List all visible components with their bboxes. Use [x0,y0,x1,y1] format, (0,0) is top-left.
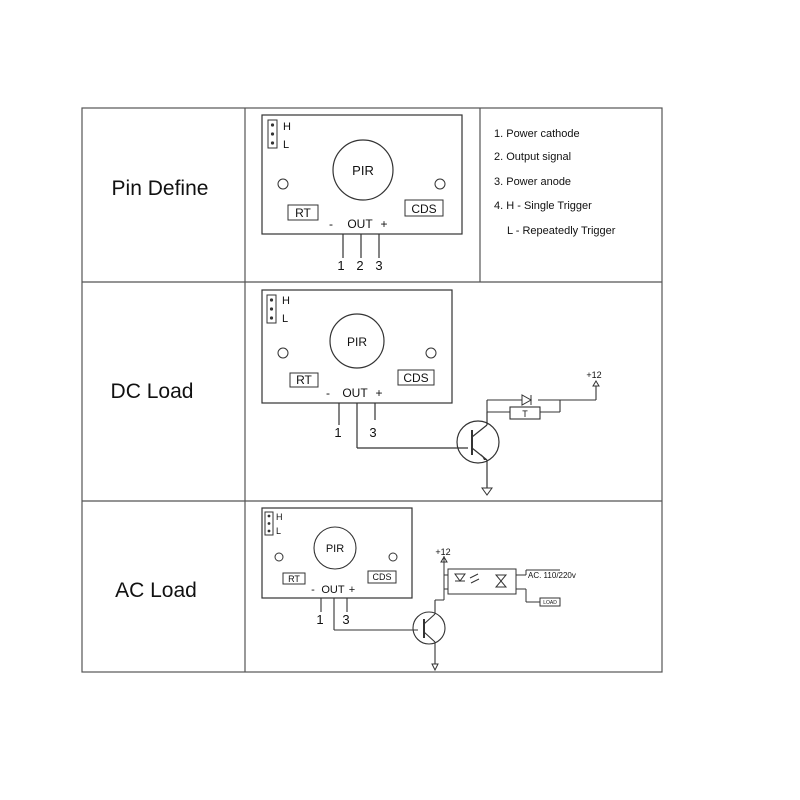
jumper-pin [269,316,274,320]
cds-label: CDS [372,572,391,582]
pin-plus-label: + [380,217,387,231]
ssr-circuit [435,560,561,607]
jumper-h-label: H [283,121,291,133]
emitter-arrow [481,454,487,460]
jumper-header [267,119,278,149]
jumper-l-label: L [283,139,289,151]
ac-voltage-label: AC. 110/220v [528,571,576,580]
jumper-l-label: L [276,526,281,536]
npn-transistor [357,412,500,488]
rt-box [282,572,306,585]
mount-hole [434,178,446,190]
supply-label: +12 [586,370,601,380]
pin-desc-item: 1. Power cathode [494,128,580,140]
pin-minus-label: - [311,584,315,596]
pin-number-1: 1 [337,258,344,273]
pin-desc-item: 3. Power anode [494,176,571,188]
pin-out-label: OUT [321,584,345,596]
diode-icon [521,394,533,406]
pin-number-2: 2 [356,258,363,273]
pin-number-1: 1 [316,612,323,627]
pir-sensor [329,313,385,369]
pir-label: PIR [326,543,344,555]
npn-transistor [334,600,446,664]
pir-sensor [313,526,357,570]
pin-out-label: OUT [347,217,373,231]
jumper-pin [270,141,275,145]
rt-box [289,372,319,388]
jumper-pin [270,123,275,127]
row-title-dc-load: DC Load [111,380,194,403]
module-pin-define: H L PIR RT CDS - OUT + 1 2 3 [261,114,463,273]
jumper-pin [270,132,275,136]
pir-label: PIR [352,163,374,178]
mount-hole [425,347,437,359]
pin-number-1: 1 [334,425,341,440]
pin-plus-label: + [349,584,355,596]
supply-arrow-icon [592,380,600,387]
jumper-header [264,511,274,536]
pin-desc-item: 2. Output signal [494,151,571,163]
cds-box [367,570,397,584]
module-dc-load: H L PIR RT CDS - OUT + 1 3 [261,289,602,496]
load-label: LOAD [543,600,557,606]
supply-label: +12 [435,547,450,557]
pir-label: PIR [347,335,367,349]
jumper-pin [269,307,274,311]
mount-hole [277,178,289,190]
pin-desc-item: L - Repeatedly Trigger [507,225,616,237]
mount-hole [274,552,284,562]
cds-label: CDS [403,371,428,385]
pin-number-3: 3 [369,425,376,440]
mount-hole [277,347,289,359]
module-ac-load: H L PIR RT CDS - OUT + 1 3 [261,507,576,672]
jumper-h-label: H [282,295,290,307]
jumper-pin [267,529,271,533]
pin-number-3: 3 [342,612,349,627]
pin-desc-item: 4. H - Single Trigger [494,200,592,212]
rt-label: RT [295,206,311,220]
pin-number-3: 3 [375,258,382,273]
rt-label: RT [288,574,300,584]
cds-label: CDS [411,202,436,216]
rt-label: RT [296,373,312,387]
row-title-ac-load: AC Load [115,579,197,602]
cds-box [397,369,435,386]
relay-coil-circuit [486,386,597,420]
jumper-pin [267,522,271,525]
cds-box [404,199,444,217]
pir-sensor [332,139,394,201]
ground-symbol [481,487,493,496]
module-board [261,507,413,599]
jumper-header [266,294,277,324]
ground-symbol [431,663,439,672]
pin-minus-label: - [326,386,330,400]
mount-hole [388,552,398,562]
jumper-pin [267,514,271,518]
jumper-l-label: L [282,313,288,325]
table-grid [81,107,663,673]
pin-description-list: 1. Power cathode 2. Output signal 3. Pow… [494,128,616,237]
pin-plus-label: + [375,386,382,400]
relay-label: T [522,409,528,419]
pin-minus-label: - [329,217,333,231]
supply-arrow-icon [440,556,448,563]
rt-box [287,204,319,221]
module-board [261,114,463,235]
jumper-pin [269,298,274,302]
row-title-pin-define: Pin Define [112,177,209,200]
jumper-h-label: H [276,512,283,522]
pin-out-label: OUT [342,386,368,400]
